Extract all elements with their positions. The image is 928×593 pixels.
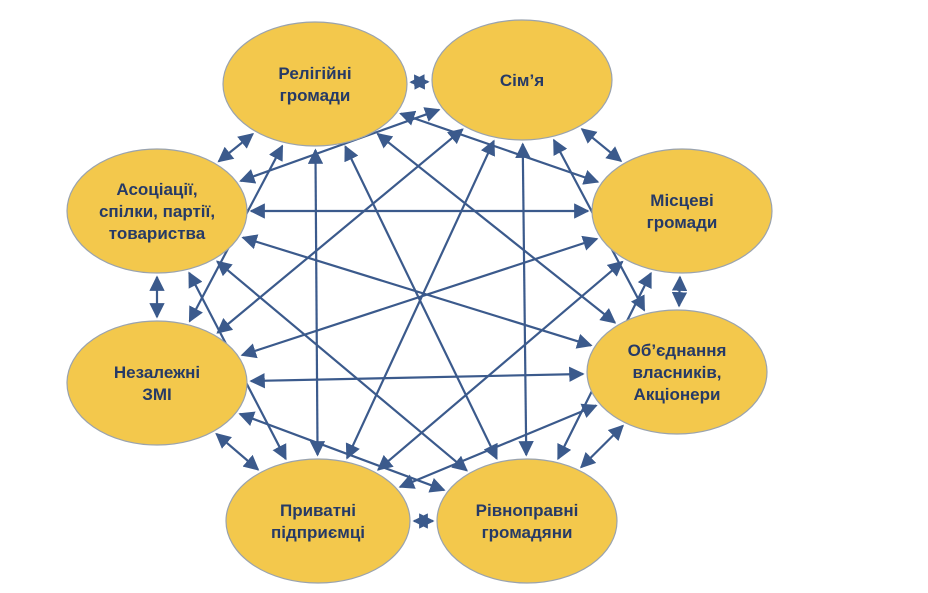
node-label-line: Незалежні [114,363,200,382]
node-label-line: товариства [109,224,206,243]
node-associations: Асоціації, спілки, партії, товариства [66,148,248,274]
arrow-family-local [580,128,623,163]
connection-arrows [149,74,688,529]
arrow-local-entrepreneurs [376,260,624,471]
node-label-line: Сім’я [500,71,544,90]
node-label-line: Місцеві [650,191,713,210]
node-label-line: Акціонери [634,385,721,404]
node-ellipse [225,458,411,584]
node-label-line: спілки, партії, [99,202,215,221]
node-ellipse [436,458,618,584]
arrow-associations-religious [217,133,254,163]
node-ellipse [66,148,248,274]
node-citizens: Рівноправні громадяни [436,458,618,584]
arrow-owners-media [249,366,585,389]
node-local: Місцеві громади [591,148,773,274]
node-label-line: підприємці [271,523,365,542]
node-owners: Об’єднання власників, Акціонери [586,309,768,435]
node-religious: Релігійні громади [222,21,408,147]
node-label-line: Об’єднання [628,341,727,360]
node-label-line: громадяни [482,523,573,542]
arrow-owners-associations [241,234,593,349]
arrow-family-associations [239,107,441,184]
arrow-family-entrepreneurs [345,139,495,460]
arrow-religious-owners [376,132,617,324]
node-label-line: ЗМІ [142,385,172,404]
arrow-family-citizens [515,142,534,457]
node-ellipse [586,309,768,435]
node-label-line: власників, [632,363,721,382]
node-entrepreneurs: Приватні підприємці [225,458,411,584]
arrow-owners-citizens [580,424,624,469]
node-ellipse [591,148,773,274]
node-ellipse [222,21,408,147]
node-ellipse [66,320,248,446]
arrow-local-owners [671,275,688,308]
node-label-line: Приватні [280,501,356,520]
arrow-religious-entrepreneurs [307,148,326,457]
arrow-family-media [216,128,464,334]
arrow-local-media [240,235,599,359]
node-label-line: Релігійні [278,64,351,83]
node-family: Сім’я [431,19,613,141]
node-label-line: Асоціації, [116,180,197,199]
arrow-entrepreneurs-media [215,432,260,471]
node-label-line: громади [280,86,351,105]
node-label-line: громади [647,213,718,232]
node-ellipse [431,19,613,141]
node-label-line: Рівноправні [476,501,579,520]
